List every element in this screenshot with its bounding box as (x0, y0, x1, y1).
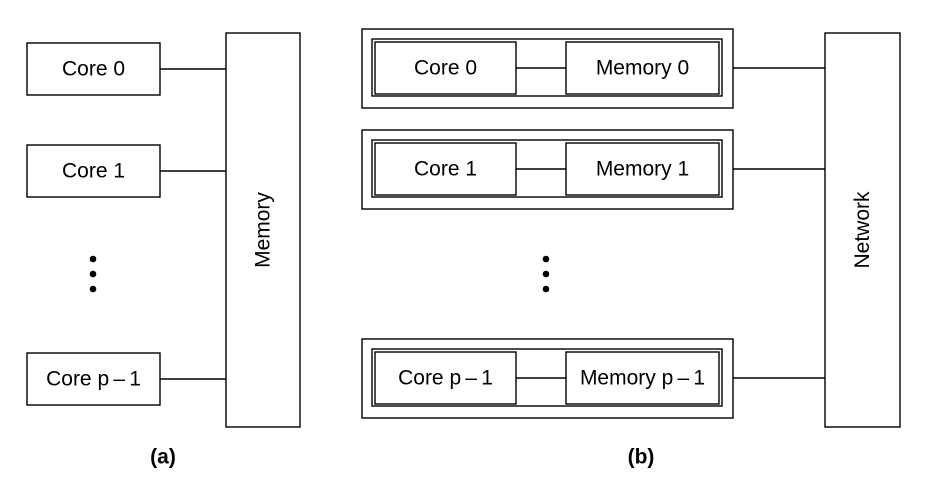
core-label-last: Core p – 1 (46, 368, 141, 391)
network-box (824, 32, 901, 428)
panel-a: Core 0 Core 1 Core p – 1 Memory (a) (26, 32, 301, 469)
node-memory-label-0: Memory 0 (596, 57, 689, 80)
node-1: Core 1 Memory 1 (361, 129, 734, 210)
node-last: Core p – 1 Memory p – 1 (361, 338, 734, 419)
node-memory-box-1 (565, 142, 720, 196)
node-core-label-0: Core 0 (414, 57, 477, 80)
ellipsis-dots (89, 255, 97, 293)
node-memory-box-0 (565, 41, 720, 95)
node-core-box-last (374, 351, 517, 405)
core-box-0 (26, 42, 161, 96)
caption-a: (a) (150, 446, 176, 469)
core-label-0: Core 0 (62, 58, 125, 81)
ellipsis-dots (542, 255, 550, 293)
node-core-label-last: Core p – 1 (398, 367, 493, 390)
core-box-last (26, 352, 161, 406)
caption-b: (b) (628, 446, 655, 469)
shared-memory-box (225, 32, 301, 428)
panel-b: Core 0 Memory 0 Core 1 Memory 1 Core (361, 28, 901, 469)
node-memory-label-1: Memory 1 (596, 158, 689, 181)
core-box-1 (26, 144, 161, 198)
core-label-1: Core 1 (62, 160, 125, 183)
node-0: Core 0 Memory 0 (361, 28, 734, 109)
node-memory-label-last: Memory p – 1 (580, 367, 705, 390)
node-core-label-1: Core 1 (414, 158, 477, 181)
network-label: Network (851, 191, 874, 269)
node-core-box-1 (374, 142, 517, 196)
shared-memory-label: Memory (252, 192, 275, 268)
node-memory-box-last (565, 351, 720, 405)
